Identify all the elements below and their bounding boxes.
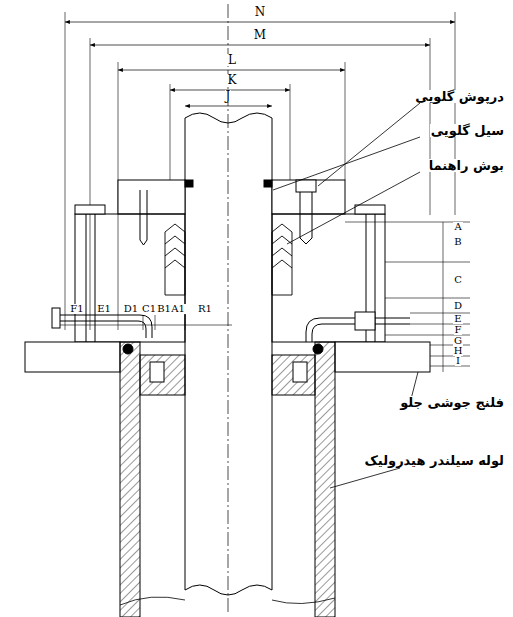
dimension-letter: N bbox=[254, 6, 267, 18]
dimension-letter: E1 bbox=[96, 304, 112, 314]
dimension-letter: B bbox=[453, 237, 462, 247]
dimension-letter: J bbox=[225, 90, 232, 102]
dimension-letter: R1 bbox=[197, 304, 213, 314]
dimension-letter: C bbox=[453, 275, 463, 285]
part-name: لوله سیلندر هیدرولیک bbox=[364, 454, 505, 467]
dimension-letter: A bbox=[453, 222, 462, 232]
dimension-letter: A1 bbox=[170, 304, 186, 314]
dimension-letter: L bbox=[227, 54, 237, 66]
dimension-letter: I bbox=[455, 356, 461, 366]
part-name: درپوش گلویی bbox=[414, 90, 505, 103]
part-name: بوش راهنما bbox=[428, 159, 505, 172]
dimension-letter: H bbox=[453, 346, 464, 356]
dimension-letter: D bbox=[453, 301, 463, 311]
part-name: سیل گلویی bbox=[430, 124, 505, 137]
dimension-letter: G bbox=[453, 336, 463, 346]
dimension-letter: F1 bbox=[69, 304, 84, 314]
part-name: فلنج جوشی جلو bbox=[399, 396, 505, 409]
dimension-letter: K bbox=[227, 74, 238, 86]
dimension-letter: M bbox=[253, 29, 267, 41]
dimension-letter: D1 bbox=[123, 304, 139, 314]
dimension-letter: C1 bbox=[141, 304, 157, 314]
dimension-letter: F bbox=[454, 325, 463, 335]
dimension-letter: E bbox=[453, 314, 462, 324]
